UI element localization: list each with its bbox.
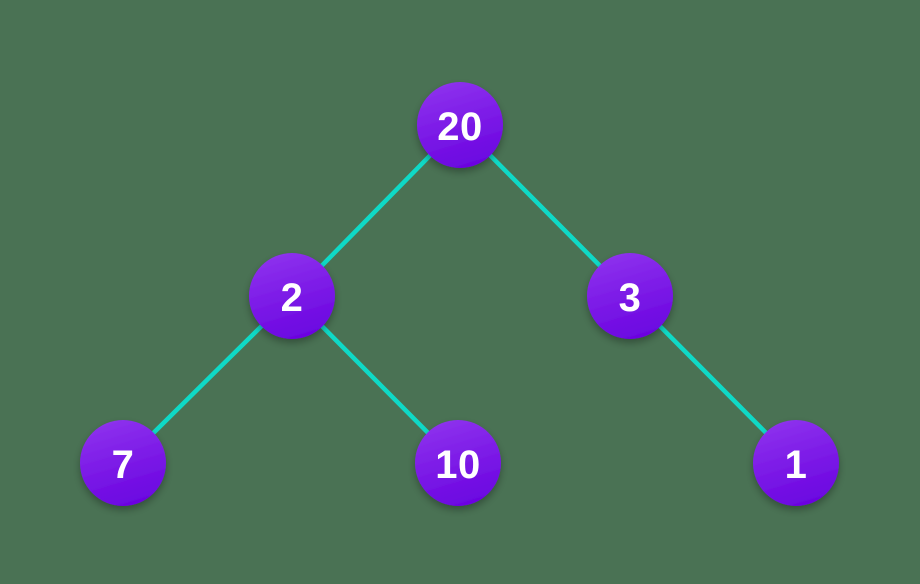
node-label-3: 3 (619, 276, 642, 320)
node-label-7: 7 (112, 443, 135, 487)
node-circle-1 (753, 420, 839, 506)
tree-node-10: 10 (415, 420, 501, 506)
tree-node-2: 2 (249, 253, 335, 339)
tree-node-7: 7 (80, 420, 166, 506)
node-label-20: 20 (437, 105, 483, 149)
node-label-2: 2 (281, 276, 304, 320)
node-circle-20 (417, 82, 503, 168)
tree-node-1: 1 (753, 420, 839, 506)
node-label-1: 1 (785, 443, 808, 487)
node-circle-3 (587, 253, 673, 339)
node-circle-7 (80, 420, 166, 506)
node-circle-10 (415, 420, 501, 506)
tree-node-3: 3 (587, 253, 673, 339)
node-circle-2 (249, 253, 335, 339)
node-label-10: 10 (435, 443, 481, 487)
tree-node-20: 20 (417, 82, 503, 168)
tree-nodes: 20 2 3 7 10 1 (80, 82, 839, 506)
